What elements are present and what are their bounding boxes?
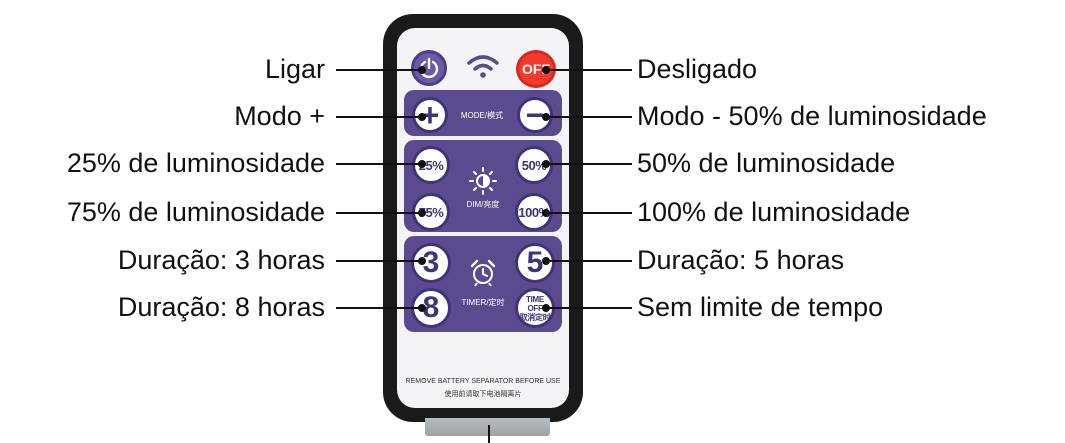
connector-line-5h bbox=[546, 260, 632, 262]
time-off-label: TIME OFF bbox=[526, 294, 544, 313]
footer-text-en: REMOVE BATTERY SEPARATOR BEFORE USE bbox=[405, 378, 561, 385]
connector-dot-modo-plus bbox=[418, 113, 426, 121]
connector-line-75 bbox=[336, 212, 422, 214]
battery-tab-line bbox=[488, 425, 490, 443]
connector-line-50 bbox=[546, 163, 632, 165]
power-button[interactable] bbox=[411, 50, 447, 86]
connector-line-ligar bbox=[336, 69, 422, 71]
connector-dot-25 bbox=[418, 160, 426, 168]
label-100: 100% de luminosidade bbox=[637, 197, 911, 227]
wifi-icon bbox=[466, 52, 500, 85]
label-desligado: Desligado bbox=[637, 54, 758, 84]
connector-line-modo-plus bbox=[336, 116, 422, 118]
mode-plus-button[interactable]: + bbox=[412, 97, 448, 133]
connector-dot-modo-minus bbox=[542, 113, 550, 121]
alarm-clock-icon bbox=[468, 258, 498, 293]
dim-label: DIM/亮度 bbox=[466, 200, 500, 209]
time-off-button[interactable]: TIME OFF 取消定时 bbox=[515, 288, 555, 328]
connector-line-no-limit bbox=[546, 307, 632, 309]
connector-dot-no-limit bbox=[542, 304, 550, 312]
connector-dot-5h bbox=[542, 257, 550, 265]
label-25: 25% de luminosidade bbox=[66, 148, 325, 178]
label-8h: Duração: 8 horas bbox=[117, 292, 325, 322]
label-modo-minus: Modo - 50% de luminosidade bbox=[637, 101, 987, 131]
connector-line-100 bbox=[546, 212, 632, 214]
label-3h: Duração: 3 horas bbox=[117, 245, 325, 275]
connector-line-25 bbox=[336, 163, 422, 165]
footer-text-cn: 使用前请取下电池隔离片 bbox=[444, 391, 522, 398]
connector-line-modo-minus bbox=[546, 116, 632, 118]
connector-line-8h bbox=[336, 307, 422, 309]
connector-line-3h bbox=[336, 260, 422, 262]
connector-dot-3h bbox=[418, 257, 426, 265]
battery-tab bbox=[425, 418, 550, 436]
connector-dot-75 bbox=[418, 209, 426, 217]
label-modo-plus: Modo + bbox=[234, 101, 325, 131]
connector-dot-100 bbox=[542, 209, 550, 217]
time-off-label-cn: 取消定时 bbox=[519, 312, 551, 322]
label-5h: Duração: 5 horas bbox=[637, 245, 845, 275]
mode-label: MODE/模式 bbox=[460, 111, 504, 120]
connector-line-desligado bbox=[546, 69, 632, 71]
connector-dot-50 bbox=[542, 160, 550, 168]
timer-3h-button[interactable]: 3 bbox=[411, 243, 451, 283]
connector-dot-ligar bbox=[418, 66, 426, 74]
label-ligar: Ligar bbox=[264, 54, 325, 84]
label-75: 75% de luminosidade bbox=[66, 197, 325, 227]
connector-dot-desligado bbox=[542, 66, 550, 74]
label-50: 50% de luminosidade bbox=[637, 148, 896, 178]
timer-label: TIMER/定时 bbox=[461, 298, 505, 307]
label-no-limit: Sem limite de tempo bbox=[637, 292, 884, 322]
connector-dot-8h bbox=[418, 304, 426, 312]
sun-icon bbox=[468, 166, 498, 201]
